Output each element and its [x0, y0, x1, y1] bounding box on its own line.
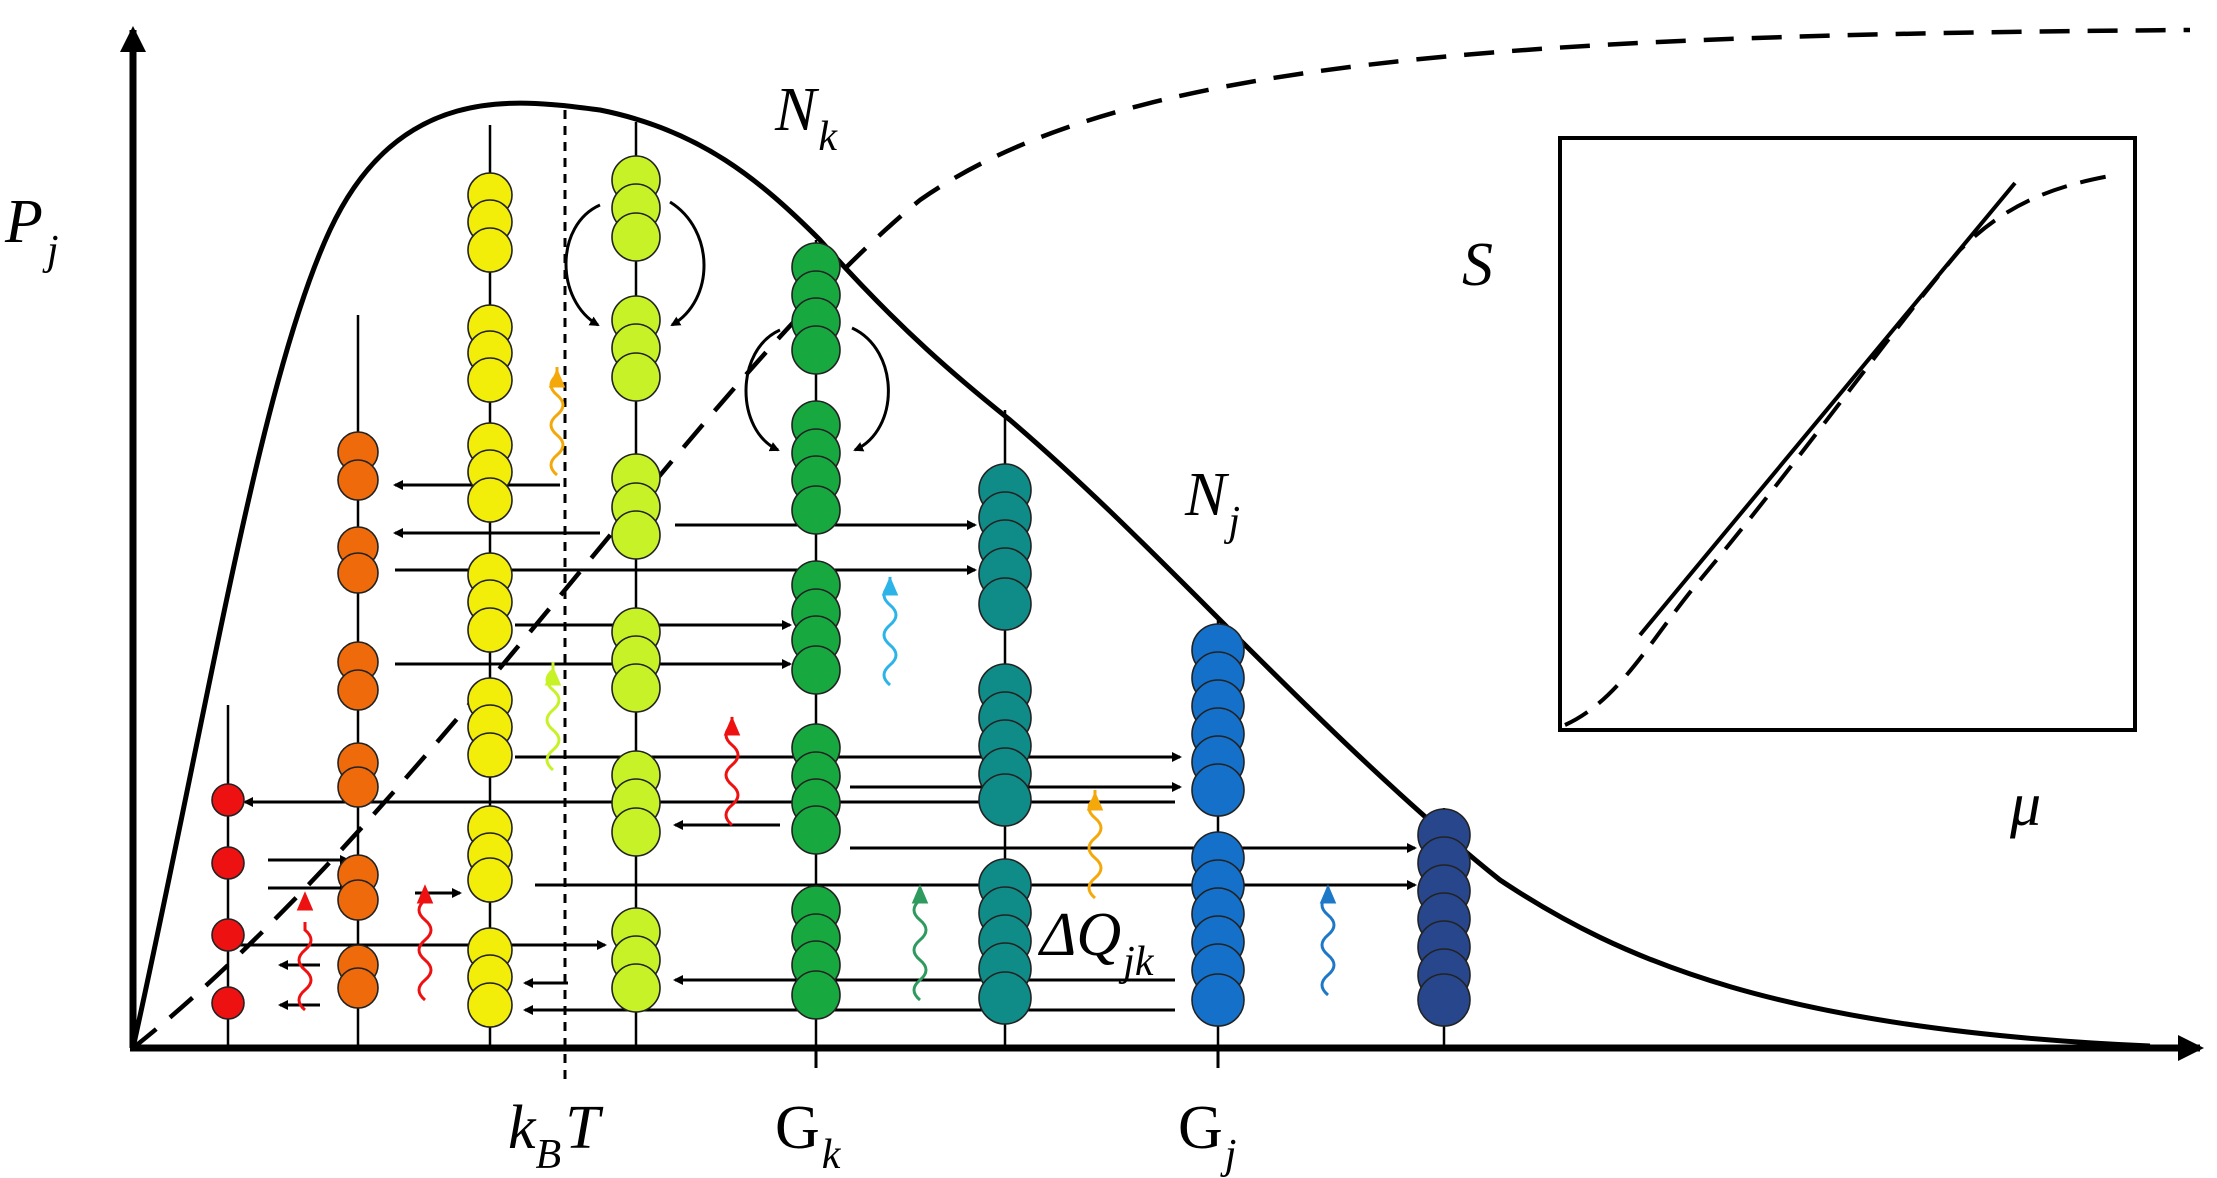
heat-waves — [296, 367, 1337, 1012]
wave-blue — [1319, 884, 1337, 997]
lime-cluster — [611, 155, 661, 1013]
inset-plot — [1558, 136, 2137, 732]
peak-curve-label: Nk — [774, 76, 838, 160]
distribution-curve — [130, 100, 2151, 1049]
particle-clusters — [211, 155, 1471, 1028]
green-cluster — [791, 242, 841, 1020]
red-particle — [211, 783, 245, 817]
wave-cyan — [881, 576, 899, 687]
y-axis-label: Pj — [4, 188, 59, 274]
red-particle — [211, 986, 245, 1020]
gj-label: Gj — [1178, 1094, 1236, 1178]
inset-x-label: μ — [2009, 771, 2041, 839]
wave-red-3 — [416, 884, 434, 1002]
tail-curve-label: Nj — [1184, 461, 1240, 545]
teal-cluster — [978, 463, 1032, 1025]
gk-label: Gk — [775, 1094, 842, 1178]
wave-orange-1 — [548, 367, 566, 477]
thermal-energy-label: kBT — [508, 1094, 604, 1178]
yellow-cluster — [467, 172, 513, 1028]
text-labels: Pj Nk Nj kBT Gk Gj ΔQjk S μ — [4, 76, 2041, 1178]
wave-red-2 — [296, 891, 314, 1012]
red-particle — [211, 846, 245, 880]
axis-ticks — [814, 1048, 1220, 1068]
orange-cluster — [337, 431, 379, 1009]
inset-frame — [1558, 136, 2137, 732]
blue-cluster — [1191, 623, 1245, 1027]
wave-orange-2 — [1086, 790, 1104, 900]
inset-y-label: S — [1462, 231, 1493, 299]
navy-cluster — [1417, 808, 1471, 1027]
heat-exchange-label: ΔQjk — [1037, 901, 1155, 985]
wave-green — [911, 884, 929, 1002]
red-particle — [211, 918, 245, 952]
inset-dashed-curve — [1564, 173, 2116, 727]
wave-red-1 — [723, 716, 741, 827]
cumulative-dashed-curve — [131, 27, 2191, 1050]
wave-lime — [544, 662, 562, 772]
exchange-arrows — [564, 200, 890, 452]
